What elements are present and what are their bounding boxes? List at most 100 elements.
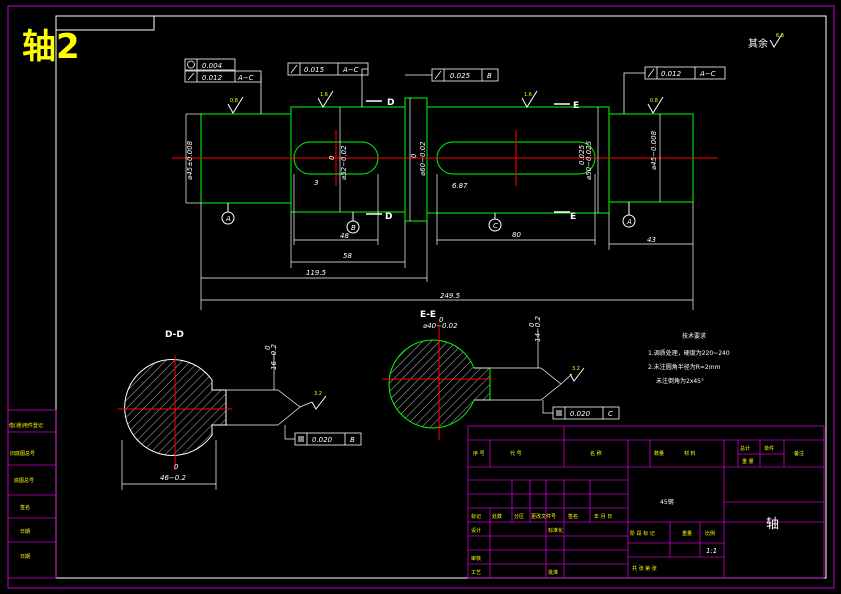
tb-approve: 批准 — [548, 569, 558, 576]
section-dd-shape — [118, 352, 362, 490]
roughness-1: 0.8 — [230, 98, 238, 104]
dimension-lines — [185, 98, 694, 310]
strip-6: 日期 — [20, 554, 30, 560]
dim-d4: ⌀50−0.025 — [585, 140, 593, 180]
tb-stage: 阶 段 标 记 — [630, 530, 655, 537]
roughness-note-value: 6.3 — [776, 33, 784, 39]
dim-d5: ⌀45−0.008 — [650, 130, 658, 170]
tb-row-count: 处数 — [492, 513, 502, 520]
tb-design: 设计 — [471, 527, 481, 534]
strip-5: 日期 — [20, 529, 30, 535]
datum-c: C — [493, 222, 498, 230]
tb-row-date: 年 月 日 — [594, 513, 612, 520]
section-mark-d-top: D — [387, 98, 394, 108]
section-mark-e-bottom: E — [570, 212, 576, 222]
dd-roughness: 3.2 — [314, 391, 322, 397]
tb-unit: 单件 — [764, 445, 774, 452]
strip-4: 签名 — [20, 504, 30, 511]
datum-b: B — [351, 224, 356, 232]
dim-2495: 249.5 — [440, 292, 461, 300]
drawing-title: 轴2 — [22, 27, 80, 67]
tech-req-heading: 技术要求 — [682, 332, 706, 340]
section-ee-shape — [382, 325, 620, 440]
fcf-3-datum: A−C — [342, 66, 359, 74]
strip-3: 底图总号 — [14, 477, 34, 484]
dim-d2-sup: 0 — [328, 155, 336, 160]
datum-a-left: A — [225, 215, 231, 223]
dim-43: 43 — [647, 236, 656, 244]
dim-d3: ⌀60−0.02 — [419, 141, 427, 176]
dim-3: 3 — [314, 179, 318, 187]
fcf-2-value: 0.012 — [202, 74, 223, 82]
tb-sheet: 共 张 第 张 — [632, 565, 657, 572]
ee-sym-value: 0.020 — [570, 410, 591, 418]
tb-material: 45钢 — [660, 498, 674, 506]
fcf-5-datum: A−C — [699, 70, 716, 78]
fcf-4-value: 0.025 — [450, 72, 471, 80]
tech-req-line-3: 未注倒角为2x45° — [656, 377, 704, 385]
tb-row-doc: 更改文件号 — [531, 513, 556, 520]
dim-1195: 119.5 — [306, 269, 327, 277]
dim-d1: ⌀45±0.008 — [186, 140, 194, 180]
tb-process: 工艺 — [471, 570, 481, 576]
roughness-4: 0.8 — [650, 98, 658, 104]
left-strip-lines — [7, 409, 57, 579]
fcf-frames — [184, 58, 726, 114]
ee-roughness: 3.2 — [572, 366, 580, 372]
section-ee-label-sup: 0 — [439, 316, 444, 324]
tb-total: 总计 — [740, 445, 750, 452]
section-mark-e-top: E — [573, 101, 579, 111]
tb-qty: 数量 — [654, 450, 664, 457]
dim-687: 6.87 — [452, 182, 468, 190]
dd-sym-value: 0.020 — [312, 436, 333, 444]
dim-d4-sup: 0.025 — [578, 144, 586, 165]
dim-58: 58 — [343, 252, 352, 260]
shaft-outline — [200, 97, 694, 222]
section-dd-label: D-D — [165, 330, 184, 340]
ee-sym-datum: C — [608, 410, 613, 418]
strip-1: 借(通)用件登记 — [9, 422, 43, 429]
corner-tab — [56, 16, 155, 31]
dd-dim-width: 46−0.2 — [160, 474, 186, 482]
datum-markers — [221, 202, 636, 234]
dd-dim-depth-sup: 0 — [264, 345, 272, 350]
dim-d3-sup: 0 — [410, 153, 418, 158]
tb-stage-weight: 重量 — [682, 530, 692, 537]
dd-sym-datum: B — [350, 436, 355, 444]
fcf-5-value: 0.012 — [661, 70, 682, 78]
roughness-2: 1.6 — [320, 92, 328, 98]
tb-seq: 序 号 — [473, 450, 485, 457]
dd-dim-depth: 16−0.2 — [270, 344, 278, 370]
tb-scale-value: 1:1 — [706, 547, 717, 555]
tb-row-zone: 分区 — [514, 513, 524, 520]
roughness-note: 其余 — [748, 37, 768, 50]
dim-d2: ⌀52−0.02 — [340, 145, 348, 180]
fcf-1-value: 0.004 — [202, 62, 222, 70]
strip-2: 旧底图总号 — [10, 450, 35, 457]
dim-80: 80 — [512, 231, 521, 239]
tb-part-name: 轴 — [766, 517, 779, 532]
tb-name: 名 称 — [590, 450, 602, 457]
title-block-lines — [467, 425, 825, 579]
fcf-3-value: 0.015 — [304, 66, 325, 74]
ee-dim-depth: 14−0.2 — [534, 316, 542, 342]
dim-48: 48 — [340, 232, 349, 240]
dd-dim-width-sup: 0 — [174, 463, 179, 471]
outer-frame — [7, 5, 835, 589]
fcf-4-datum: B — [487, 72, 492, 80]
tb-material-h: 材 料 — [684, 450, 696, 457]
section-cut-lines — [366, 100, 570, 215]
tb-row-mark: 标记 — [471, 513, 481, 520]
tb-standard: 标准化 — [548, 527, 563, 534]
roughness-3: 1.6 — [524, 92, 532, 98]
ee-dim-depth-sup: 0 — [528, 322, 536, 327]
tb-review: 审核 — [471, 555, 481, 562]
section-ee-label: E-E — [420, 310, 436, 320]
tb-remark: 备注 — [794, 450, 804, 457]
tb-row-sign: 签名 — [568, 513, 578, 520]
tb-stage-scale: 比例 — [705, 530, 715, 537]
ee-dim-width: ⌀40−0.02 — [423, 322, 458, 330]
datum-a-right: A — [626, 218, 632, 226]
tb-code: 代 号 — [510, 450, 522, 457]
